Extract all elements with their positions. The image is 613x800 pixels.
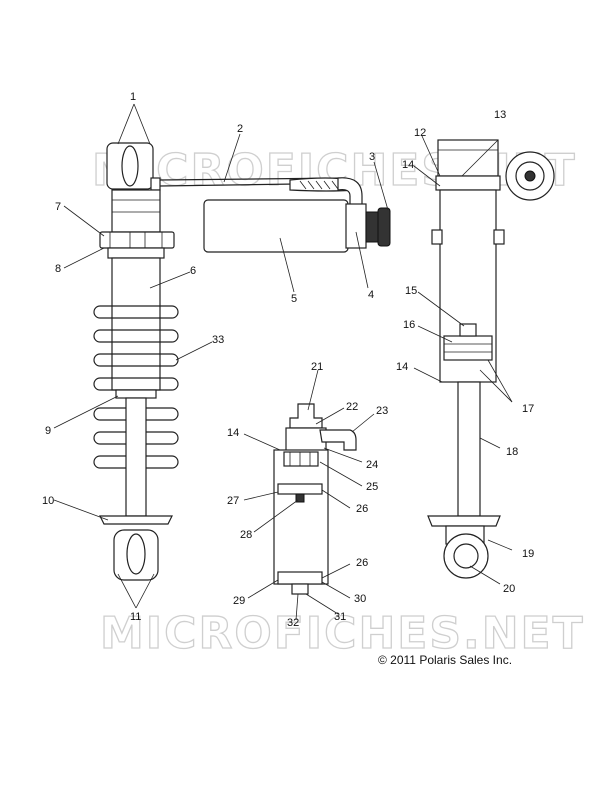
callout-13: 13: [494, 109, 506, 121]
callout-18: 18: [506, 446, 518, 458]
callout-20: 20: [503, 583, 515, 595]
callout-21: 21: [311, 361, 323, 373]
callout-26-upper: 26: [356, 503, 368, 515]
callout-30: 30: [354, 593, 366, 605]
right-shaft: [457, 381, 481, 517]
bottom-eyelet-bushing: [126, 533, 146, 575]
piston-bolt: [295, 493, 305, 503]
callout-26-lower: 26: [356, 557, 368, 569]
top-cap: [289, 403, 323, 429]
callout-23: 23: [376, 405, 388, 417]
callout-24: 24: [366, 459, 378, 471]
callout-7: 7: [55, 201, 61, 213]
callout-32: 32: [287, 617, 299, 629]
cutaway-body: [273, 449, 329, 585]
callout-8: 8: [55, 263, 61, 275]
callout-17: 17: [522, 403, 534, 415]
callout-11: 11: [130, 611, 141, 623]
top-eyelet-bushing: [121, 145, 139, 187]
piston-stack: [283, 451, 319, 467]
copyright-notice: © 2011 Polaris Sales Inc.: [378, 653, 512, 667]
callout-10: 10: [42, 495, 54, 507]
body-seal: [115, 389, 157, 399]
reservoir-cap: [345, 203, 367, 249]
callout-14-top: 14: [402, 159, 414, 171]
callout-9: 9: [45, 425, 51, 437]
callout-5: 5: [291, 293, 297, 305]
callout-2: 2: [237, 123, 243, 135]
callout-29: 29: [233, 595, 245, 607]
adjuster-knob: [365, 211, 379, 243]
mount-base: [435, 175, 501, 191]
callout-28: 28: [240, 529, 252, 541]
spring-retainer: [99, 515, 173, 525]
shaft-assembly-right: [427, 139, 555, 579]
callout-31: 31: [334, 611, 346, 623]
cutaway-center: [273, 403, 357, 595]
lower-bushing: [453, 543, 479, 569]
leader-lines: [53, 103, 513, 621]
callout-6: 6: [190, 265, 196, 277]
reservoir-fitting: [150, 177, 161, 191]
watermark-bottom: MICROFICHES.NET: [100, 608, 585, 659]
callout-14-center: 14: [227, 427, 239, 439]
cutaway-fitting: [319, 429, 357, 451]
callout-25: 25: [366, 481, 378, 493]
reservoir-assembly: [159, 177, 391, 253]
reservoir: [203, 199, 349, 253]
adjuster-knob-end: [377, 207, 391, 247]
right-retainer: [427, 515, 501, 527]
top-mount: [437, 139, 499, 177]
callout-27: 27: [227, 495, 239, 507]
callout-12: 12: [414, 127, 426, 139]
end-fitting: [291, 583, 309, 595]
callout-15: 15: [405, 285, 417, 297]
callout-3: 3: [369, 151, 375, 163]
callout-33: 33: [212, 334, 224, 346]
floating-piston: [277, 483, 323, 495]
preload-collar: [99, 231, 175, 249]
callout-4: 4: [368, 289, 374, 301]
callout-16: 16: [403, 319, 415, 331]
piston-nut: [459, 323, 477, 337]
callout-14-right: 14: [396, 361, 408, 373]
end-cap: [277, 571, 323, 585]
shock-shaft: [125, 397, 147, 517]
callouts: 1 2 3 4 5 6 7 8 9 10 11 12 13 14 14 14 1…: [42, 91, 534, 629]
collar-ring: [107, 247, 165, 259]
callout-1: 1: [130, 91, 136, 103]
callout-22: 22: [346, 401, 358, 413]
piston-assembly: [443, 335, 493, 361]
shock-assembly-left: [93, 142, 179, 581]
shock-body: [111, 257, 161, 391]
callout-19: 19: [522, 548, 534, 560]
shock-body-top: [111, 189, 161, 233]
